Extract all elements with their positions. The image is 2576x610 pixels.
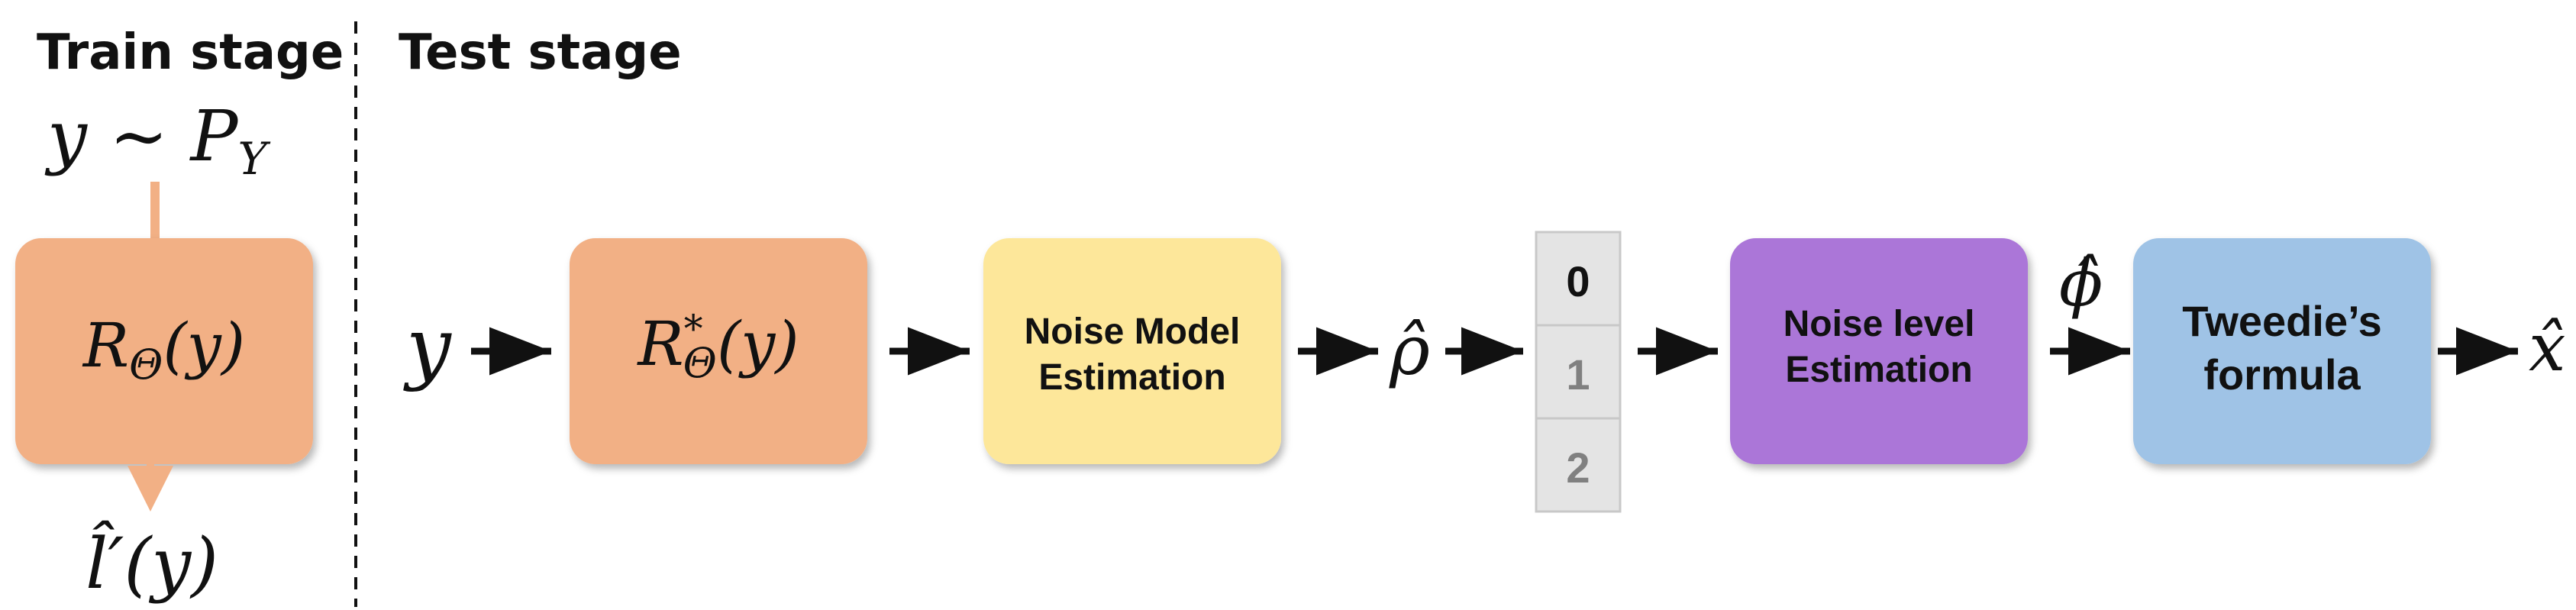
option-label-2: 2	[1566, 444, 1590, 492]
noise-model-estimation-box	[983, 238, 1281, 464]
noise-model-options: 0 1 2	[1535, 231, 1622, 513]
tweedie-label-line2: formula	[2203, 350, 2361, 399]
tweedie-label-line1: Tweedie’s	[2182, 297, 2381, 345]
noise-model-label-line1: Noise Model	[1025, 311, 1241, 352]
test-stage-title: Test stage	[399, 24, 682, 81]
train-network-box	[15, 238, 313, 464]
train-network-label: RΘ(y)	[82, 310, 245, 389]
option-cell-2	[1535, 417, 1622, 513]
noise-level-estimation-box	[1730, 238, 2028, 464]
rho-hat-label: ρ̂	[1389, 311, 1430, 391]
noise-level-label-line1: Noise level	[1784, 304, 1975, 344]
option-cell-0	[1535, 231, 1622, 327]
phi-hat-label: ϕ̂	[2059, 246, 2103, 321]
option-cell-1	[1535, 324, 1622, 420]
train-input-distribution: y ∼ PY	[44, 95, 270, 185]
noise-level-label-line2: Estimation	[1785, 350, 1972, 390]
noise-model-label-line2: Estimation	[1038, 357, 1225, 398]
test-network-label: R*Θ(y)	[636, 307, 799, 387]
output-x-hat-label: x̂	[2529, 310, 2566, 386]
train-output-label: l̂′(y)	[86, 520, 218, 605]
test-network-box	[570, 238, 867, 464]
option-label-0: 0	[1566, 257, 1590, 305]
option-label-1: 1	[1566, 350, 1590, 399]
test-input-label: y	[403, 300, 452, 393]
tweedie-formula-box	[2133, 238, 2431, 464]
train-stage-title: Train stage	[37, 24, 344, 81]
